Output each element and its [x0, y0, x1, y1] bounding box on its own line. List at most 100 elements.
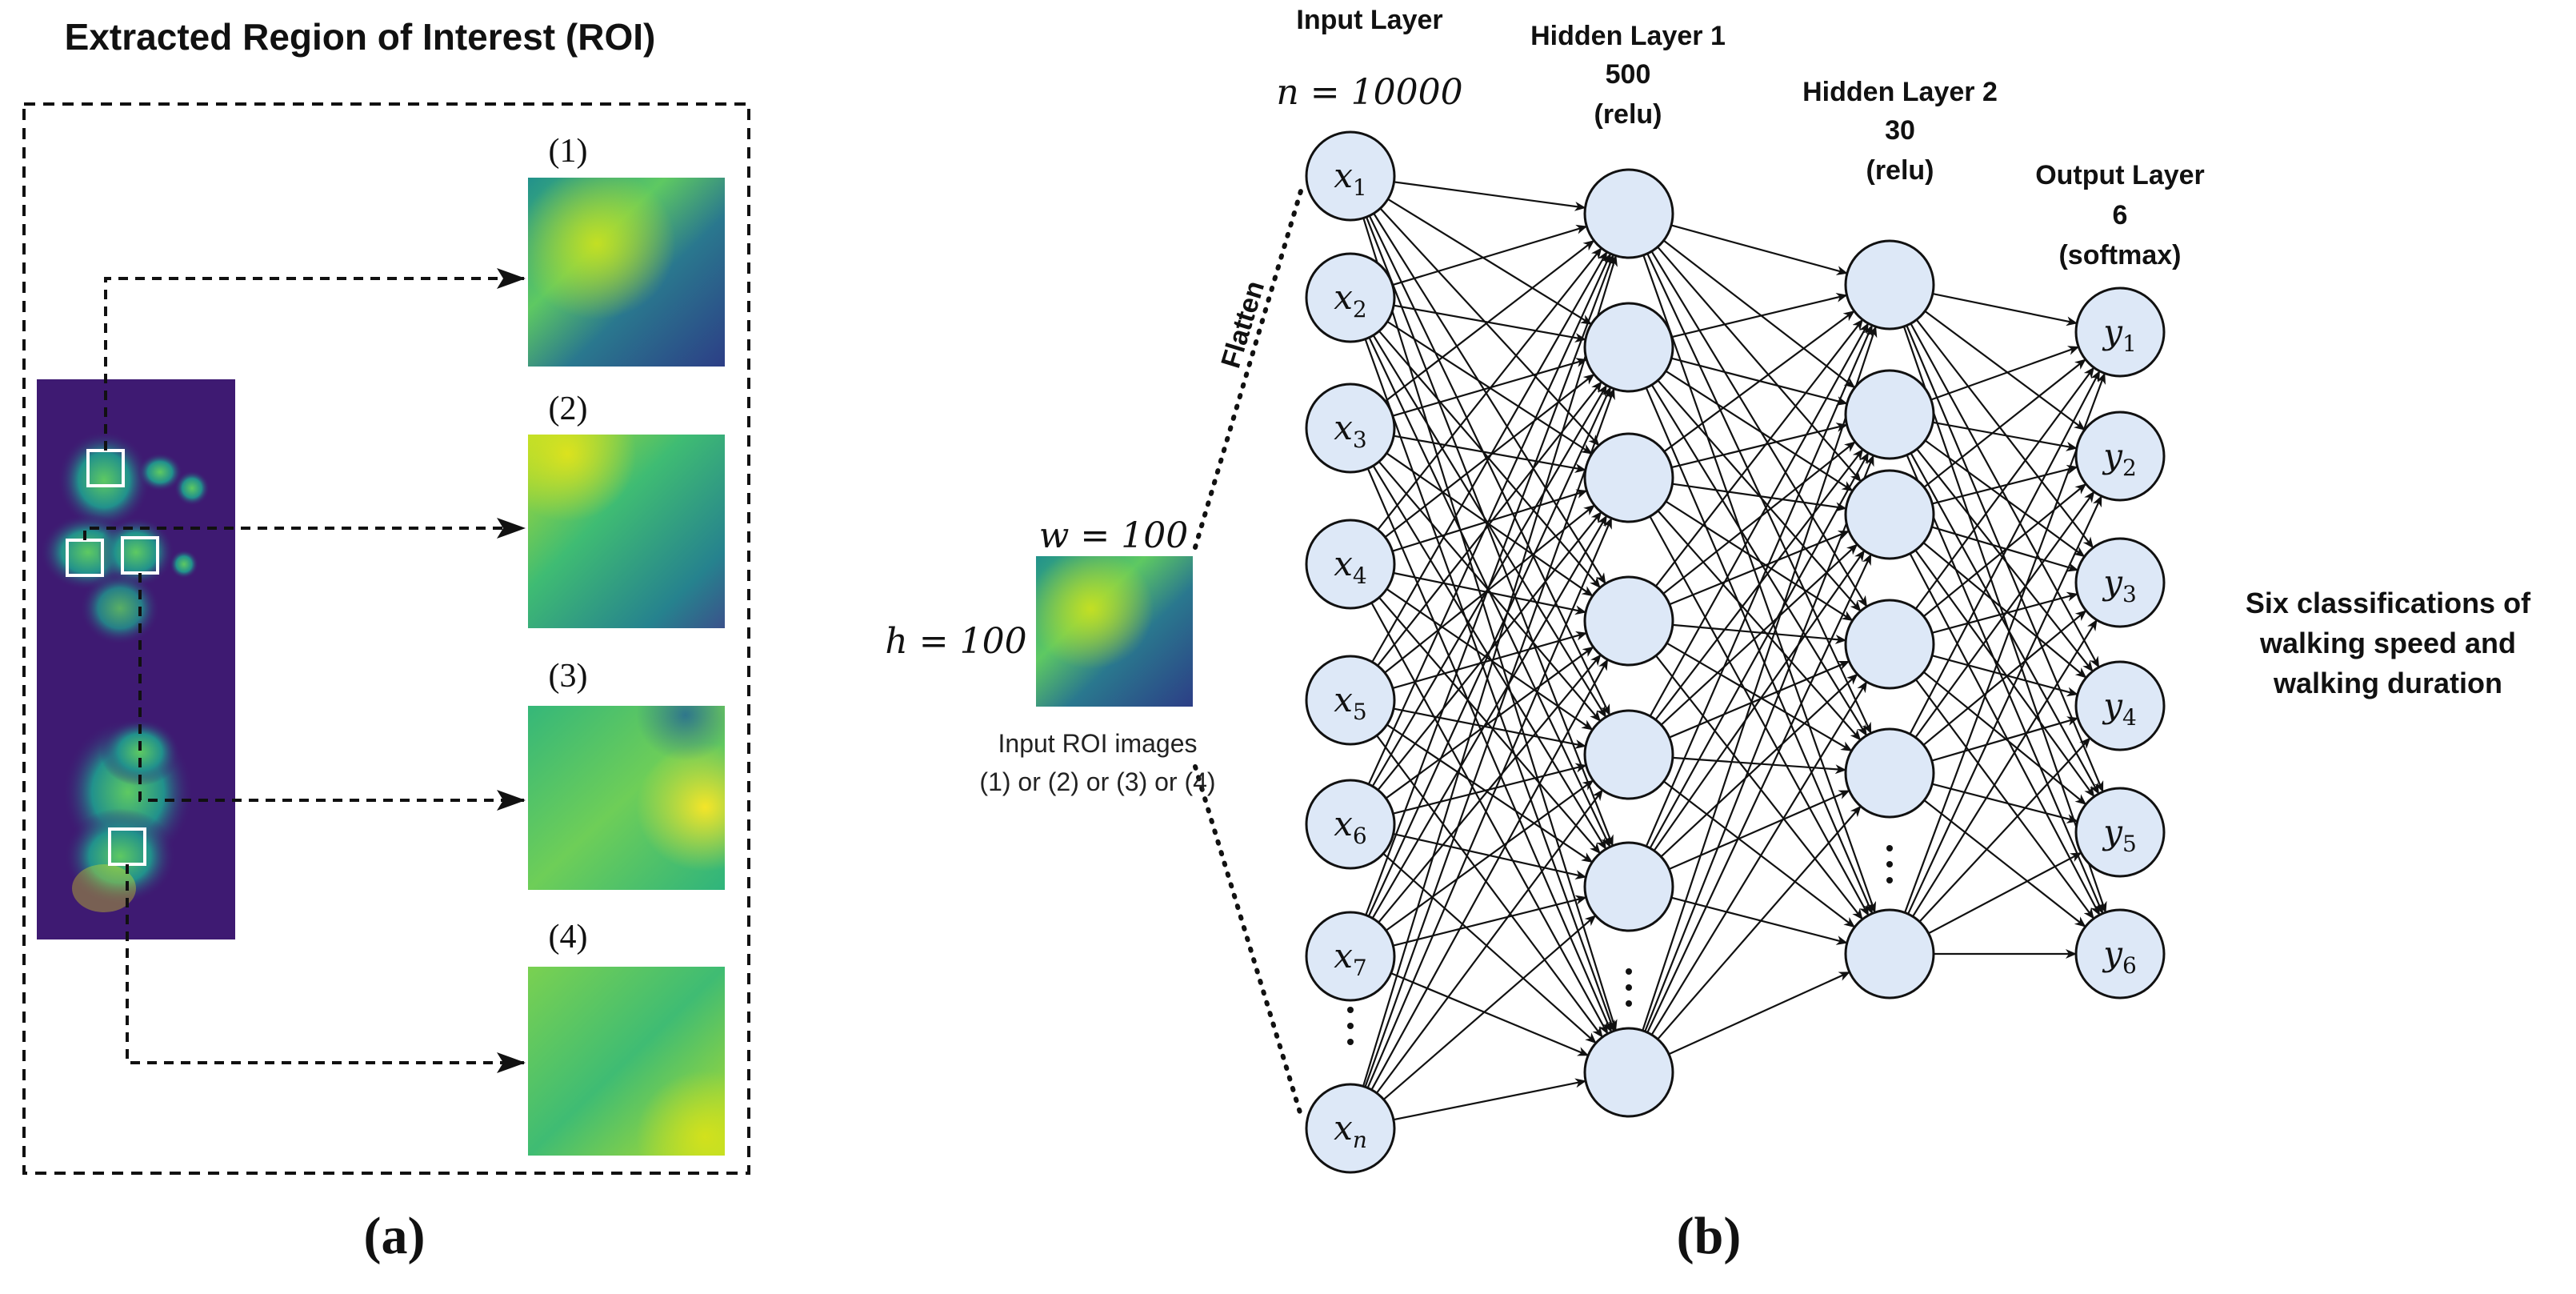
output-node-y5: y5 [2074, 787, 2166, 878]
connection-line [1932, 292, 2078, 327]
connection-line [1362, 218, 1618, 1032]
connection-line [1378, 596, 1601, 855]
output-node-y3: y3 [2074, 537, 2166, 628]
connection-line [1372, 465, 1607, 850]
connection-line [1665, 500, 1854, 622]
connection-line [1384, 239, 1595, 403]
input-node-x4: x4 [1305, 519, 1396, 610]
connection-line [1382, 852, 1597, 1044]
connection-line [1931, 783, 2078, 823]
connection-line [1394, 181, 1586, 211]
input-layer-size: n = 10000 [1276, 72, 1462, 113]
connection-line [1362, 254, 1618, 1087]
connection-line [1932, 464, 2078, 505]
connection-line [1909, 553, 2101, 916]
connection-line [1365, 254, 1614, 915]
roi-label-2: (2) [549, 391, 588, 427]
roi-image-2 [528, 435, 725, 628]
input-node-xn: xn [1305, 1083, 1396, 1174]
hidden1-node-2 [1583, 302, 1674, 393]
connection-line [1364, 339, 1615, 1032]
foot-pressure-image [37, 379, 235, 939]
caption-a: (a) [364, 1207, 426, 1265]
connection-line [1378, 330, 1601, 589]
connection-line [1366, 517, 1613, 1088]
connection-line [1671, 292, 1848, 339]
input-node-x6-label: x6 [1334, 804, 1367, 849]
connection-line [1385, 779, 1594, 931]
output-description-2: walking speed and [2259, 627, 2516, 659]
connection-line [1655, 655, 1863, 920]
output-title: Output Layer [2035, 160, 2205, 190]
input-node-x3-label: x3 [1334, 408, 1367, 453]
connection-line [1922, 610, 2087, 746]
input-roi-caption-1: Input ROI images [998, 729, 1198, 758]
connection-line [1645, 324, 1874, 847]
input-node-x2-label: x2 [1334, 278, 1367, 322]
output-node-y4: y4 [2074, 660, 2166, 751]
connection-line [1375, 789, 1604, 1094]
connection-line [1914, 367, 2095, 610]
roi-image-3 [528, 706, 725, 890]
connection-line [1915, 318, 2094, 549]
output-node-y6-label: y6 [2102, 934, 2137, 979]
connection-line [1642, 326, 1878, 1032]
hidden1-units: 500 [1606, 59, 1651, 90]
output-node-y4-label: y4 [2102, 686, 2137, 731]
connection-line [1371, 515, 1608, 919]
connection-line [1668, 789, 1850, 871]
hidden1-node-7 [1583, 1027, 1674, 1118]
connection-line [1385, 646, 1594, 799]
output-description-3: walking duration [2273, 667, 2502, 699]
connection-line [1922, 542, 2087, 679]
output-node-y1-label: y1 [2102, 312, 2137, 357]
hidden2-activation: (relu) [1866, 155, 1934, 186]
connection-line [1931, 526, 2079, 572]
connection-line [1382, 915, 1597, 1100]
connection-line [1666, 642, 1853, 752]
connection-line [1366, 216, 1614, 847]
connection-line [1370, 602, 1609, 1035]
input-roi-image [1036, 556, 1193, 707]
output-node-y5-label: y5 [2102, 812, 2137, 857]
connection-line [1672, 623, 1847, 644]
roi-label-4: (4) [549, 919, 588, 955]
hidden2-node-4 [1844, 599, 1935, 690]
connection-line [1379, 207, 1600, 447]
connection-line [1368, 215, 1611, 716]
connection-line [1649, 452, 1870, 849]
ellipsis-dots [1347, 845, 1893, 1045]
hidden1-node-5 [1583, 709, 1674, 800]
connection-line [1393, 895, 1587, 947]
connection-line [1910, 322, 2100, 668]
connection-line [1922, 483, 2087, 618]
connection-line [1916, 448, 2094, 672]
connection-line [1932, 421, 2078, 451]
input-node-x6: x6 [1305, 779, 1396, 870]
connection-line [1392, 224, 1588, 286]
connection-line [1390, 972, 1590, 1056]
roi-panel-title: Extracted Region of Interest (ROI) [65, 16, 656, 58]
input-node-x1-label: x1 [1334, 156, 1367, 201]
connection-line [1672, 756, 1847, 775]
connection-line [1367, 387, 1612, 917]
hidden1-title: Hidden Layer 1 [1530, 21, 1726, 51]
connection-line [1912, 619, 2098, 917]
connection-line [1918, 737, 2091, 923]
connection-line [1663, 780, 1856, 928]
connection-line [1906, 455, 2104, 915]
connection-line [1377, 381, 1602, 667]
connection-line [1660, 673, 1858, 858]
connection-line [1378, 654, 1602, 923]
output-description-1: Six classifications of [2246, 587, 2531, 619]
hidden2-title: Hidden Layer 2 [1802, 77, 1998, 107]
connection-line [1670, 224, 1848, 275]
connection-line [1386, 723, 1594, 863]
connection-line [1662, 441, 1856, 595]
input-node-x5: x5 [1305, 655, 1396, 746]
connection-line [1924, 310, 2086, 431]
connection-line [1370, 659, 1609, 1091]
connection-line [1646, 553, 1872, 1033]
connection-line [1649, 322, 1870, 717]
